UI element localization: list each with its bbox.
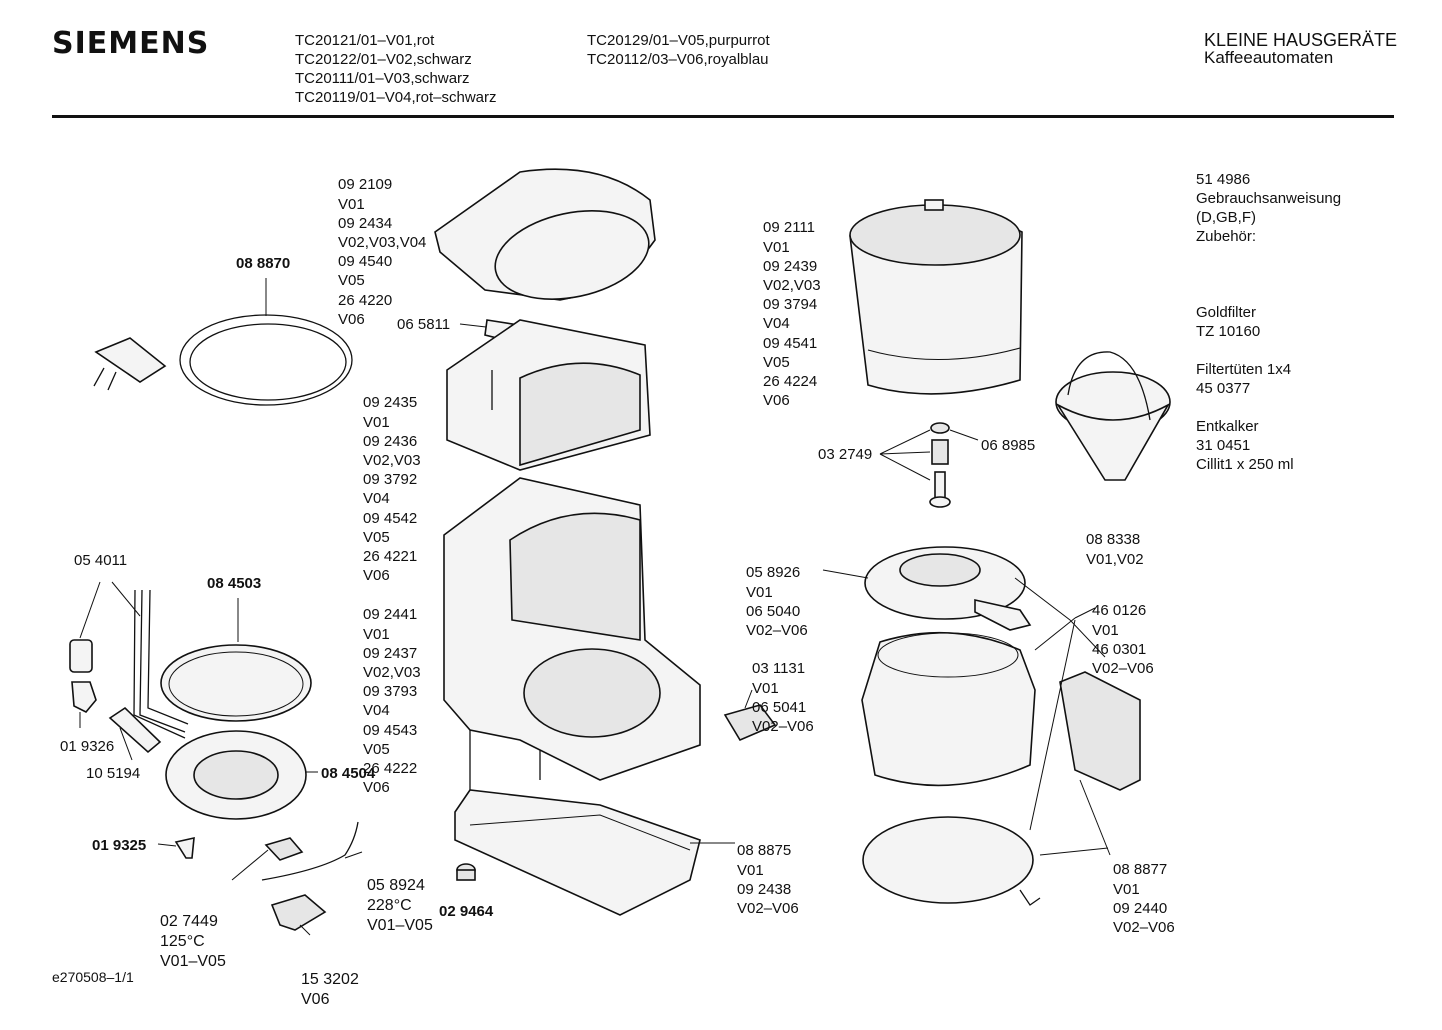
model-col1-0: TC20121/01–V01,rot [295, 32, 435, 49]
model-col1-3: TC20119/01–V04,rot–schwarz [295, 89, 497, 106]
valve-part [879, 422, 979, 508]
foot-part [456, 863, 476, 881]
carafe-ring-part [862, 619, 1111, 906]
category-line2: Kaffeeautomaten [1204, 48, 1334, 67]
base-part [454, 789, 735, 916]
label-connector: 01 9326 [60, 738, 115, 755]
thermostat2-part [270, 894, 327, 936]
heater-plate-part [165, 730, 318, 820]
category-line1: KLEINE HAUSGERÄTE [1204, 30, 1398, 50]
carafe-lid-part [822, 546, 1032, 631]
switch-part [723, 689, 777, 742]
label-cord: 08 8870 [236, 255, 291, 272]
label-clip: 01 9325 [92, 837, 147, 854]
clip-part [157, 836, 195, 859]
brand-logo: SIEMENS [52, 26, 210, 61]
upper-housing-part [446, 319, 651, 471]
label-valve-spring: 03 2749 [818, 446, 873, 463]
model-col2-1: TC20112/03–V06,royalblau [587, 51, 769, 68]
filter-holder-part [849, 199, 1023, 395]
header-divider [52, 115, 1394, 118]
label-ring: 08 4503 [207, 575, 262, 592]
sidebar-accessories-title: Zubehör: [1196, 228, 1257, 245]
carafe-part [861, 577, 1141, 791]
lid-part [434, 168, 656, 301]
label-heater: 08 4504 [321, 765, 376, 782]
model-col1-1: TC20122/01–V02,schwarz [295, 51, 472, 68]
power-cord-part [93, 278, 353, 406]
label-valve-seal: 06 8985 [981, 437, 1036, 454]
label-hose: 10 5194 [86, 765, 141, 782]
model-col1-2: TC20111/01–V03,schwarz [295, 70, 470, 87]
label-tube: 05 4011 [74, 552, 128, 569]
ring-part [160, 598, 312, 722]
model-col2-0: TC20129/01–V05,purpurrot [587, 32, 770, 49]
filter-basket-part [1055, 351, 1171, 481]
label-lever: 06 5811 [397, 316, 451, 333]
thermostat-part [231, 821, 363, 881]
footer-code: e270508–1/1 [52, 969, 134, 985]
tube-part [69, 581, 189, 761]
label-foot: 02 9464 [439, 903, 494, 920]
lower-housing-part [443, 477, 701, 800]
